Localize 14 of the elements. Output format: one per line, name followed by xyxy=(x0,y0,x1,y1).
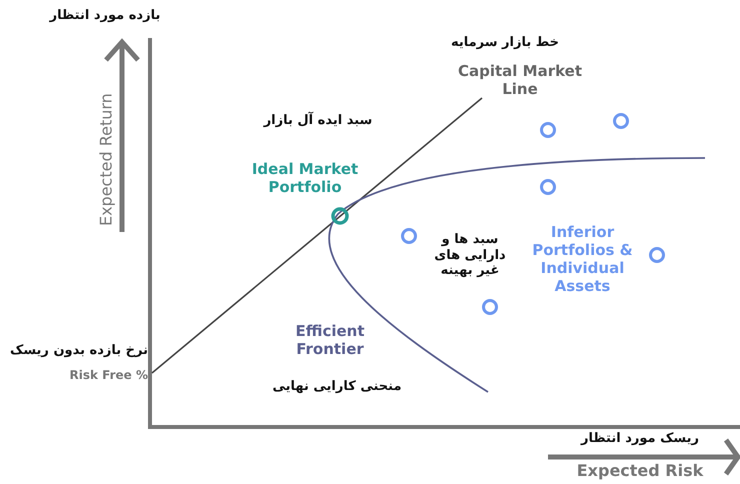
intercept-label: Risk Free % xyxy=(68,368,148,382)
point-label: Ideal Market Portfolio xyxy=(250,160,360,196)
axis-title: ریسک مورد انتظار xyxy=(580,431,700,447)
region-label: Inferior Portfolios & Individual Assets xyxy=(531,223,634,295)
axis-title: بازده مورد انتظار xyxy=(48,8,162,24)
region-label: سبد ها و دارایی های غیر بهینه xyxy=(433,232,507,279)
line-label: خط بازار سرمایه xyxy=(450,35,560,51)
line-label: Capital Market Line xyxy=(456,62,584,98)
curve-label: منحنی کارایی نهایی xyxy=(271,379,403,395)
axis-title: Expected Return xyxy=(96,92,116,228)
axis-title: Expected Risk xyxy=(576,461,704,480)
intercept-label: نرخ بازده بدون ریسک xyxy=(9,343,148,359)
point-label: سبد ایده آل بازار xyxy=(262,113,374,129)
curve-label: Efficient Frontier xyxy=(294,322,366,358)
